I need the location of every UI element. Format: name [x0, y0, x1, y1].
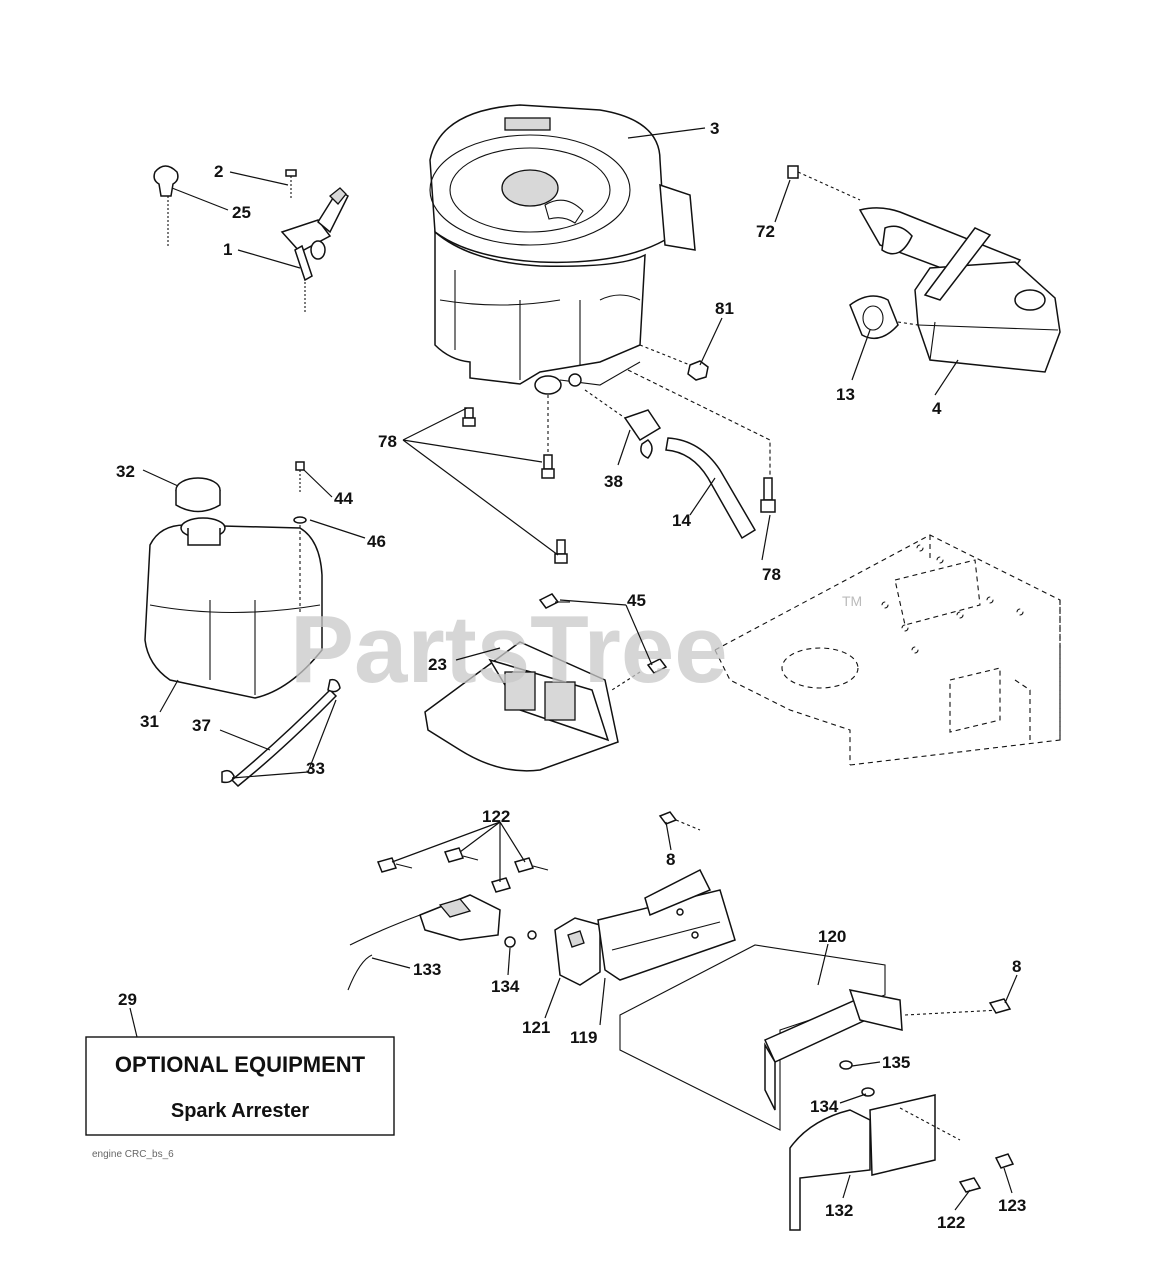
- callout-1: 1: [223, 240, 232, 259]
- callout-78-right: 78: [762, 565, 781, 584]
- callout-4: 4: [932, 399, 942, 418]
- callout-133: 133: [413, 960, 441, 979]
- optional-equipment-title: OPTIONAL EQUIPMENT: [115, 1052, 366, 1077]
- callout-44: 44: [334, 489, 353, 508]
- dipstick-and-bolts-illustration: [462, 344, 776, 564]
- callout-14: 14: [672, 511, 691, 530]
- callout-13: 13: [836, 385, 855, 404]
- drawing-reference-code: engine CRC_bs_6: [92, 1149, 174, 1160]
- callout-3: 3: [710, 119, 719, 138]
- callout-29: 29: [118, 990, 137, 1009]
- throttle-control-illustration: [153, 165, 349, 312]
- svg-text:PartsTree: PartsTree: [290, 596, 728, 703]
- callout-31: 31: [140, 712, 159, 731]
- callout-122-top: 122: [482, 807, 510, 826]
- callout-25: 25: [232, 203, 251, 222]
- bracket-assembly-illustration: [347, 811, 1015, 1231]
- callout-8-right: 8: [1012, 957, 1021, 976]
- callout-134-right: 134: [810, 1097, 839, 1116]
- fuel-tank-illustration: [144, 461, 341, 788]
- callout-135: 135: [882, 1053, 910, 1072]
- callout-121: 121: [522, 1018, 550, 1037]
- callout-120: 120: [818, 927, 846, 946]
- callout-labels: 3 2 25 1 72 81 13 4 78 38 14 78 32 44 46…: [116, 119, 1026, 1232]
- callout-37: 37: [192, 716, 211, 735]
- callout-23: 23: [428, 655, 447, 674]
- callout-119: 119: [570, 1028, 597, 1047]
- callout-38: 38: [604, 472, 623, 491]
- callout-132: 132: [825, 1201, 853, 1220]
- callout-45: 45: [627, 591, 646, 610]
- callout-2: 2: [214, 162, 223, 181]
- callout-32: 32: [116, 462, 135, 481]
- callout-8-top: 8: [666, 850, 675, 869]
- leader-lines: [129, 127, 1018, 1211]
- spark-arrester-label: Spark Arrester: [171, 1100, 309, 1122]
- optional-equipment-box: OPTIONAL EQUIPMENT Spark Arrester: [85, 1036, 395, 1136]
- callout-134-left: 134: [491, 977, 520, 996]
- callout-122-bottom: 122: [937, 1213, 965, 1232]
- callout-123: 123: [998, 1196, 1026, 1215]
- heat-shield-illustration: [424, 593, 668, 772]
- callout-81: 81: [715, 299, 734, 318]
- callout-33: 33: [306, 759, 325, 778]
- muffler-illustration: [787, 165, 1061, 373]
- callout-46: 46: [367, 532, 386, 551]
- svg-text:TM: TM: [842, 593, 862, 609]
- partstree-watermark: PartsTree TM: [290, 593, 862, 703]
- frame-illustration: [714, 534, 1061, 766]
- engine-illustration: [429, 104, 696, 395]
- callout-72: 72: [756, 222, 775, 241]
- callout-78-left: 78: [378, 432, 397, 451]
